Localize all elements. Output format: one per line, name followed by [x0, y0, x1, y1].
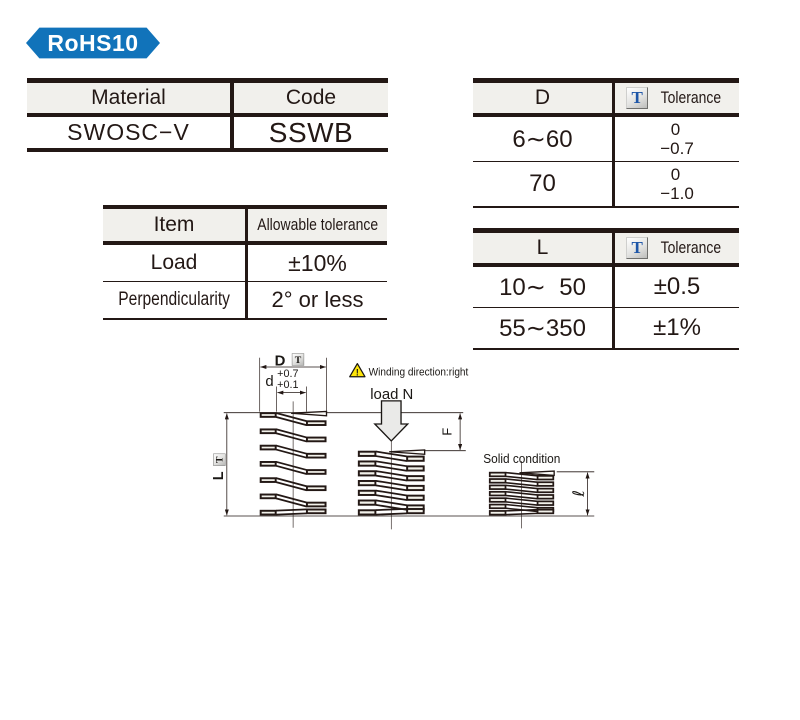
table-row: Perpendicularity 2° or less: [103, 282, 387, 320]
springs: [259, 401, 555, 530]
solid-condition-label: Solid condition: [483, 451, 560, 466]
d-header: D: [534, 86, 551, 109]
d-tolerance-lower: +0.1: [277, 379, 298, 391]
material-code-table: Material Code SWOSC−V SSWB: [27, 78, 388, 152]
tolerance-header: T Tolerance: [612, 83, 739, 113]
dimension-L-label: L: [211, 471, 227, 480]
d-tolerance-upper: +0.7: [277, 368, 298, 380]
item-load-label: Load: [150, 251, 198, 274]
spring-solid: [488, 461, 555, 529]
table-row: Load ±10%: [103, 245, 387, 282]
rohs-badge-label: RoHS10: [47, 29, 139, 56]
table-row: 6∼60 0 −0.7: [473, 117, 739, 162]
table-header-row: D T Tolerance: [473, 83, 739, 117]
l-range-value: 10∼ 50: [499, 273, 586, 301]
l-tolerance-value: ±0.5: [612, 267, 739, 307]
spring-technical-drawing: ! D T d +0.7 +0.1 Winding direction:righ…: [211, 353, 595, 530]
perpendicularity-tolerance-value: 2° or less: [245, 282, 387, 318]
item-header: Item: [153, 213, 195, 236]
load-label: load N: [370, 387, 413, 403]
spring-free-length: [259, 401, 328, 528]
d-tolerance-value: 0 −0.7: [612, 117, 739, 161]
d-tolerance-table: D T Tolerance 6∼60 0 −0.7 70 0 −1.0: [473, 78, 739, 208]
table-row: 10∼ 50 ±0.5: [473, 267, 739, 308]
table-row: SWOSC−V SSWB: [27, 117, 388, 152]
spring-under-load: [357, 439, 426, 530]
load-arrow: [373, 400, 410, 442]
svg-text:T: T: [295, 355, 302, 366]
winding-direction-note: Winding direction:right: [369, 367, 469, 379]
dimension-F-label: F: [439, 428, 454, 436]
tolerance-t-badge: T: [626, 237, 649, 259]
tolerance-t-badge: T: [626, 87, 649, 109]
tolerance-t-badge-D: T: [291, 353, 305, 366]
svg-text:T: T: [215, 456, 226, 463]
rohs-badge: RoHS10: [26, 27, 160, 59]
dimension-ell-label: ℓ: [569, 490, 588, 498]
l-tolerance-table: L T Tolerance 10∼ 50 ±0.5 55∼350 ±1%: [473, 228, 739, 350]
material-header: Material: [91, 86, 166, 109]
dimension-d-label: d: [265, 374, 273, 390]
d-range-value: 6∼60: [512, 125, 573, 153]
allowable-tolerance-header: Allowable tolerance: [245, 209, 387, 241]
extension-lines: [259, 357, 327, 412]
table-row: 55∼350 ±1%: [473, 308, 739, 350]
d-range-value: 70: [529, 170, 556, 197]
table-header-row: L T Tolerance: [473, 233, 739, 267]
table-header-row: Item Allowable tolerance: [103, 209, 387, 245]
table-header-row: Material Code: [27, 83, 388, 117]
d-tolerance-value: 0 −1.0: [612, 162, 739, 206]
l-range-value: 55∼350: [499, 314, 586, 342]
allowable-tolerance-table: Item Allowable tolerance Load ±10% Perpe…: [103, 205, 387, 320]
l-header: L: [536, 236, 549, 259]
warning-icon: !: [349, 363, 366, 378]
load-tolerance-value: ±10%: [245, 245, 387, 281]
table-row: 70 0 −1.0: [473, 162, 739, 208]
tolerance-header: T Tolerance: [612, 233, 739, 263]
material-value: SWOSC−V: [67, 119, 190, 145]
dimension-D-label: D: [275, 353, 286, 369]
tolerance-t-badge-L: T: [213, 453, 226, 466]
code-header: Code: [230, 83, 388, 113]
l-tolerance-value: ±1%: [612, 308, 739, 348]
dimension-lines: [224, 364, 590, 516]
item-perpendicularity-label: Perpendicularity: [118, 289, 230, 310]
warning-exclamation: !: [356, 368, 359, 378]
code-value: SSWB: [230, 117, 388, 148]
